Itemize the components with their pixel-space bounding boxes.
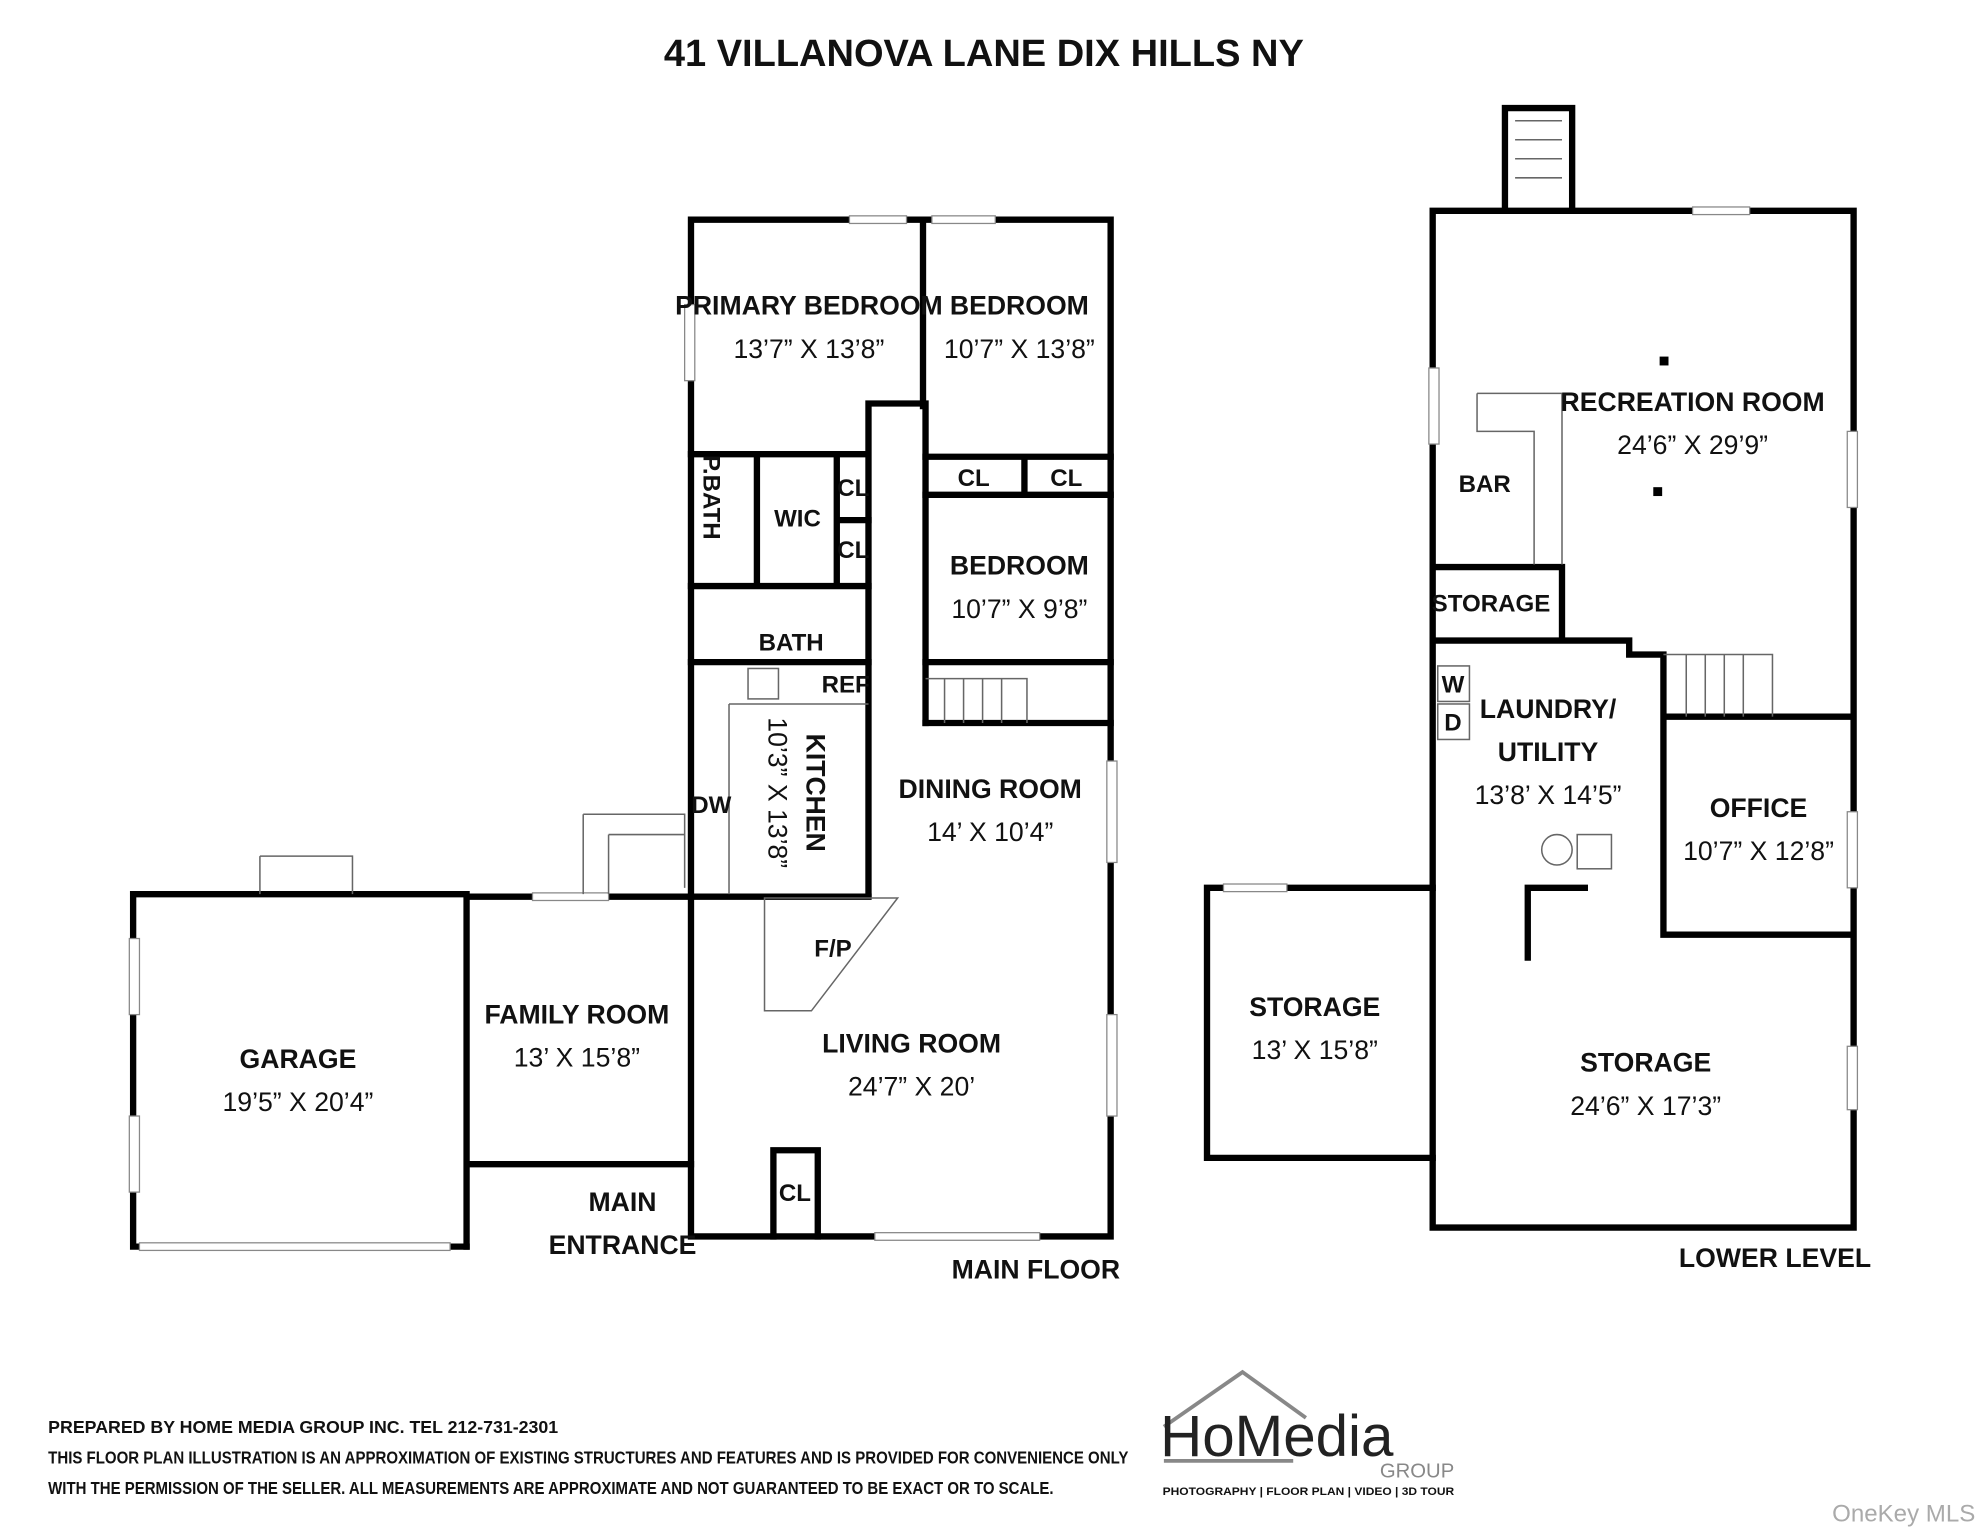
room-dims: 24’6” X 29’9” bbox=[1617, 430, 1768, 460]
room-name: FAMILY ROOM bbox=[484, 999, 669, 1029]
entrance-label: ENTRANCE bbox=[549, 1230, 697, 1260]
stove bbox=[747, 667, 780, 700]
room-dims: 10’7” X 13’8” bbox=[944, 334, 1095, 364]
main-floor-label: MAIN FLOOR bbox=[952, 1254, 1121, 1284]
wic-label: WIC bbox=[774, 505, 821, 532]
logo-group: GROUP bbox=[1380, 1460, 1454, 1482]
logo-brand: HoMedia bbox=[1160, 1404, 1394, 1469]
footer-line: WITH THE PERMISSION OF THE SELLER. ALL M… bbox=[48, 1478, 1053, 1498]
room-name: STORAGE bbox=[1249, 992, 1380, 1022]
closet-label: CL bbox=[837, 537, 869, 564]
fireplace-label: F/P bbox=[814, 935, 851, 962]
lower-level-labels: RECREATION ROOM 24’6” X 29’9” OFFICE 10’… bbox=[1249, 387, 1871, 1273]
room-dims: 13’7” X 13’8” bbox=[733, 334, 884, 364]
dryer-label: D bbox=[1444, 710, 1461, 737]
ref-label: REF bbox=[822, 672, 870, 699]
room-name: BEDROOM bbox=[950, 291, 1089, 321]
bath-label: BATH bbox=[759, 630, 824, 657]
storage-label: STORAGE bbox=[1432, 590, 1551, 617]
dw-label: DW bbox=[691, 792, 731, 819]
fireplace bbox=[763, 897, 900, 1012]
closet-label: CL bbox=[779, 1180, 811, 1207]
room-dims: 10’3” X 13’8” bbox=[762, 717, 792, 868]
room-name: PRIMARY BEDROOM bbox=[675, 291, 943, 321]
room-name: RECREATION ROOM bbox=[1561, 387, 1825, 417]
room-name: LIVING ROOM bbox=[822, 1029, 1001, 1059]
room-dims: 13’8’ X 14’5” bbox=[1475, 780, 1622, 810]
closet-label: CL bbox=[1050, 465, 1082, 492]
page-title: 41 VILLANOVA LANE DIX HILLS NY bbox=[664, 33, 1304, 75]
room-dims: 10’7” X 9’8” bbox=[951, 594, 1087, 624]
room-name: STORAGE bbox=[1580, 1048, 1711, 1078]
entrance-label: MAIN bbox=[589, 1187, 657, 1217]
bar-label: BAR bbox=[1459, 471, 1511, 498]
room-name: OFFICE bbox=[1710, 793, 1808, 823]
washer-label: W bbox=[1442, 672, 1465, 699]
room-name: GARAGE bbox=[240, 1044, 357, 1074]
room-dims: 14’ X 10’4” bbox=[927, 817, 1053, 847]
room-name: DINING ROOM bbox=[899, 774, 1082, 804]
room-dims: 19’5” X 20’4” bbox=[223, 1087, 374, 1117]
logo-tagline: PHOTOGRAPHY | FLOOR PLAN | VIDEO | 3D TO… bbox=[1163, 1486, 1455, 1498]
room-name: BEDROOM bbox=[950, 551, 1089, 581]
footer-line: THIS FLOOR PLAN ILLUSTRATION IS AN APPRO… bbox=[48, 1447, 1128, 1467]
room-name: UTILITY bbox=[1498, 737, 1599, 767]
room-name: LAUNDRY/ bbox=[1480, 694, 1617, 724]
footer-disclaimer: PREPARED BY HOME MEDIA GROUP INC. TEL 21… bbox=[48, 1417, 1128, 1498]
room-name: KITCHEN bbox=[800, 734, 830, 852]
main-floor-walls bbox=[128, 215, 1118, 1252]
pbath-label: P.BATH bbox=[698, 455, 725, 540]
room-dims: 13’ X 15’8” bbox=[514, 1043, 640, 1073]
lower-level-label: LOWER LEVEL bbox=[1679, 1243, 1871, 1273]
room-dims: 24’6” X 17’3” bbox=[1570, 1091, 1721, 1121]
room-dims: 10’7” X 12’8” bbox=[1683, 836, 1834, 866]
closet-label: CL bbox=[837, 475, 869, 502]
main-floor-labels: PRIMARY BEDROOM 13’7” X 13’8” BEDROOM 10… bbox=[223, 291, 1121, 1285]
room-dims: 13’ X 15’8” bbox=[1252, 1035, 1378, 1065]
closet-label: CL bbox=[958, 465, 990, 492]
homedia-logo: HoMedia GROUP PHOTOGRAPHY | FLOOR PLAN |… bbox=[1160, 1369, 1455, 1498]
lower-level-walls bbox=[1203, 104, 1859, 1231]
footer-line: PREPARED BY HOME MEDIA GROUP INC. TEL 21… bbox=[48, 1417, 558, 1437]
room-dims: 24’7” X 20’ bbox=[848, 1072, 975, 1102]
watermark: OneKey MLS bbox=[1832, 1501, 1975, 1528]
